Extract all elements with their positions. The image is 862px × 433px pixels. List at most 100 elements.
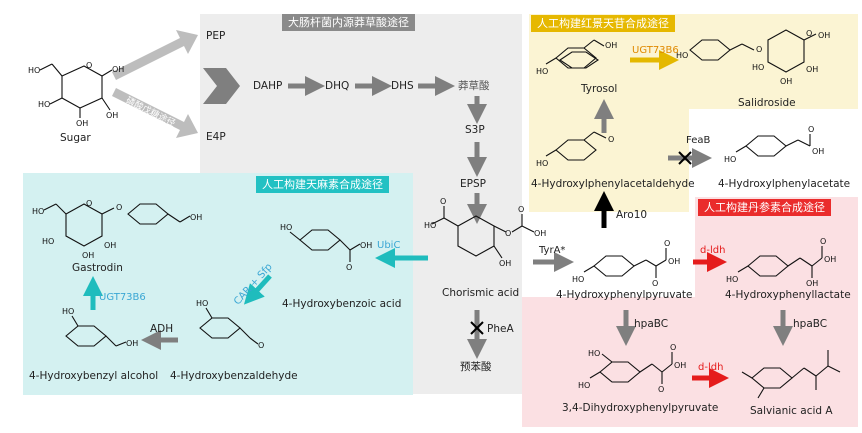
ugt-left-label: UGT73B6 [99, 292, 146, 303]
salvianic-panel-title: 人工构建丹参素合成途径 [698, 199, 831, 216]
svg-text:OH: OH [780, 77, 792, 86]
svg-text:OH: OH [126, 339, 138, 348]
svg-text:OH: OH [668, 257, 680, 266]
svg-text:HO: HO [28, 66, 40, 75]
gastrodin-label: Gastrodin [72, 262, 123, 274]
svg-text:O: O [346, 263, 352, 272]
ubic-label: UbiC [377, 240, 401, 251]
svg-text:OH: OH [82, 251, 94, 260]
svg-text:HO: HO [578, 381, 590, 390]
svg-text:HO: HO [676, 51, 688, 60]
hbalc-structure: HO OH [62, 307, 138, 348]
svg-text:HO: HO [588, 349, 600, 358]
svg-text:OH: OH [360, 241, 372, 250]
tyra-label: TyrA* [539, 245, 566, 256]
tyrosol-structure: HO OH [536, 39, 617, 76]
pep-label: PEP [206, 30, 226, 42]
salvianic-structure [741, 350, 841, 399]
tyrosol-label: Tyrosol [581, 83, 618, 95]
chevron-arrow [203, 68, 240, 104]
dhpp-label: 3,4-Dihydroxyphenylpyruvate [562, 402, 719, 414]
dahp-label: DAHP [253, 80, 283, 92]
epsp-label: EPSP [460, 178, 486, 190]
svg-text:O: O [518, 205, 524, 214]
svg-text:O: O [86, 61, 92, 70]
hpabc-2-label: hpaBC [793, 318, 828, 330]
svg-text:HO: HO [62, 307, 74, 316]
svg-text:HO: HO [572, 275, 584, 284]
salidroside-label: Salidroside [738, 97, 796, 109]
svg-text:O: O [808, 125, 814, 134]
arrow-hba-hbald [243, 274, 272, 305]
svg-text:OH: OH [674, 361, 686, 370]
svg-text:OH: OH [806, 279, 818, 288]
svg-text:O: O [86, 199, 92, 208]
ppp-arrow [112, 88, 198, 138]
feab-block-icon [678, 151, 692, 165]
svg-text:OH: OH [824, 255, 836, 264]
salidroside-panel-title: 人工构建红景天苷合成途径 [531, 15, 675, 32]
svg-text:HO: HO [536, 67, 548, 76]
svg-text:O: O [670, 343, 676, 352]
svg-text:HO: HO [38, 100, 50, 109]
ugt-top-label: UGT73B6 [632, 45, 679, 56]
hpaa-structure: HO O [536, 131, 614, 168]
svg-text:OH: OH [534, 229, 546, 238]
svg-text:HO: HO [280, 223, 292, 232]
aro10-label: Aro10 [616, 209, 648, 221]
svg-text:HO: HO [32, 207, 44, 216]
dhs-label: DHS [391, 80, 414, 92]
svg-text:O: O [116, 203, 122, 212]
hba-structure: HO O OH [280, 223, 372, 272]
prephenate-label: 预苯酸 [460, 361, 492, 373]
pheA-label: PheA [487, 323, 514, 335]
hpp-label: 4-Hydroxyphenylpyruvate [556, 289, 693, 301]
svg-text:OH: OH [806, 65, 818, 74]
e4p-label: E4P [206, 131, 226, 143]
svg-text:OH: OH [76, 119, 88, 128]
svg-text:O: O [258, 341, 264, 350]
svg-text:OH: OH [190, 213, 202, 222]
svg-text:HO: HO [752, 63, 764, 72]
hpp-structure: HO O O OH [572, 239, 680, 288]
svg-text:HO: HO [536, 159, 548, 168]
svg-text:OH: OH [818, 31, 830, 40]
svg-text:O: O [652, 279, 658, 288]
svg-text:OH: OH [605, 41, 617, 50]
svg-text:O: O [664, 239, 670, 248]
shikimic-label: 莽草酸 [458, 80, 490, 92]
hba-label: 4-Hydroxybenzoic acid [282, 298, 402, 310]
svg-text:HO: HO [724, 155, 736, 164]
hpa-label: 4-Hydroxylphenylacetate [718, 178, 851, 190]
svg-text:O: O [608, 135, 614, 144]
svg-text:HO: HO [196, 299, 208, 308]
gastrodin-panel-title: 人工构建天麻素合成途径 [256, 176, 389, 193]
svg-text:O: O [756, 45, 762, 54]
svg-text:O: O [806, 29, 812, 38]
sugar-structure: O HO OH HO OH OH [28, 61, 124, 128]
salidroside-structure: HO O O OH HO OH OH [676, 29, 830, 86]
feab-label: FeaB [686, 135, 711, 146]
svg-text:OH: OH [812, 147, 824, 156]
salvianic-panel-lower [522, 297, 858, 427]
sugar-label: Sugar [60, 132, 91, 144]
s3p-label: S3P [465, 124, 485, 136]
svg-text:OH: OH [499, 259, 511, 268]
svg-text:OH: OH [106, 111, 118, 120]
chorismic-label: Chorismic acid [442, 287, 520, 299]
salvianic-label: Salvianic acid A [750, 405, 833, 417]
dhq-label: DHQ [325, 80, 350, 92]
hpa-structure: HO O OH [724, 125, 824, 164]
svg-text:HO: HO [424, 221, 436, 230]
adh-label: ADH [150, 323, 174, 335]
hbald-structure: HO O [196, 299, 264, 350]
glycolysis-arrow [112, 30, 198, 80]
dldh-1-label: d-ldh [700, 245, 726, 256]
svg-text:OH: OH [112, 65, 124, 74]
svg-text:O: O [505, 229, 511, 238]
dldh-2-label: d-ldh [698, 362, 724, 373]
svg-text:HO: HO [42, 237, 54, 246]
